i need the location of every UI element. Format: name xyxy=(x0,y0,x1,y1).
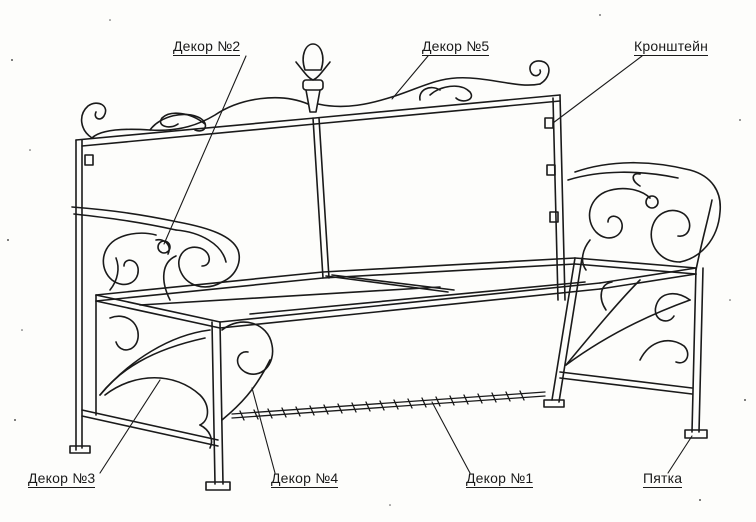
label-decor-4: Декор №4 xyxy=(271,470,339,488)
label-decor-2: Декор №2 xyxy=(173,38,241,56)
label-decor-1: Декор №1 xyxy=(466,470,534,488)
right-side-decor xyxy=(565,279,691,366)
crest-scroll xyxy=(80,60,550,139)
right-armrest xyxy=(567,161,721,271)
backrest-frame xyxy=(75,94,576,451)
left-armrest xyxy=(71,206,240,301)
twisted-bar xyxy=(231,390,546,421)
label-decor-3: Декор №3 xyxy=(28,470,96,488)
seat-frame xyxy=(139,257,697,329)
label-decor-5: Декор №5 xyxy=(422,38,490,56)
leader-lines xyxy=(99,55,693,474)
finial xyxy=(295,43,331,113)
front-frame xyxy=(69,294,231,491)
front-side-decor xyxy=(221,321,274,421)
right-legs xyxy=(543,257,708,439)
label-bracket: Кронштейн xyxy=(634,38,709,56)
label-heel: Пятка xyxy=(643,470,683,488)
paper-speckles xyxy=(7,14,746,506)
left-side-decor xyxy=(99,315,213,449)
